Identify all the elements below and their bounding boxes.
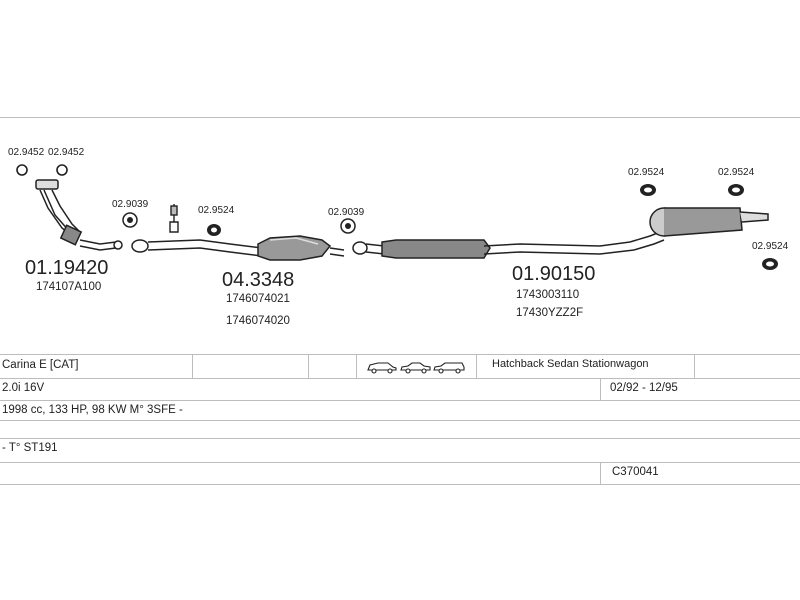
- table-rule: [0, 420, 800, 421]
- front-pipe-icon: [35, 179, 123, 251]
- sedan-car-icon: [400, 362, 431, 374]
- gasket-label: 02.9452: [48, 147, 85, 158]
- rear-silencer-icon: [629, 207, 769, 251]
- gasket-label: 02.9039: [328, 207, 365, 218]
- rear-system-code: 01.90150: [512, 263, 596, 285]
- rubber-mount-icon: [640, 184, 656, 196]
- rubber-mount-label: 02.9524: [628, 167, 665, 178]
- table-rule: [0, 400, 800, 401]
- rear-system-oem: 17430YZZ2F: [516, 307, 584, 319]
- front-pipe-oem: 174107A100: [36, 281, 102, 293]
- catalyst-code: 04.3348: [222, 269, 295, 291]
- rubber-mount-icon: [762, 258, 778, 270]
- hanger-bolt-icon: [169, 204, 179, 233]
- table-divider: [192, 354, 193, 378]
- body-types: Hatchback Sedan Stationwagon: [492, 358, 649, 370]
- gasket-ring-icon: [16, 164, 28, 176]
- table-rule: [0, 484, 800, 485]
- rubber-mount-label: 02.9524: [718, 167, 755, 178]
- table-divider: [600, 462, 601, 484]
- gasket-icon: [122, 212, 138, 228]
- gasket-ring-icon: [56, 164, 68, 176]
- centre-silencer-icon: [352, 239, 635, 259]
- table-divider: [308, 354, 309, 378]
- gasket-label: 02.9039: [112, 199, 149, 210]
- gasket-icon: [340, 218, 356, 234]
- rubber-mount-icon: [728, 184, 744, 196]
- exhaust-drawing: [16, 164, 778, 270]
- top-rule: [0, 117, 800, 118]
- catalyst-pipe-icon: [131, 235, 345, 261]
- table-rule: [0, 438, 800, 439]
- body-type-icons: [367, 362, 465, 374]
- catalyst-oem: 1746074020: [226, 315, 290, 327]
- production-dates: 02/92 - 12/95: [610, 382, 678, 394]
- catalyst-oem: 1746074021: [226, 293, 290, 305]
- catalogue-code: C370041: [612, 466, 659, 478]
- stationwagon-car-icon: [433, 362, 465, 374]
- engine: 2.0i 16V: [2, 382, 45, 394]
- type-code: - T° ST191: [2, 442, 58, 454]
- table-divider: [476, 354, 477, 378]
- front-pipe-code: 01.19420: [25, 257, 109, 279]
- table-divider: [694, 354, 695, 378]
- table-rule: [0, 354, 800, 355]
- table-divider: [356, 354, 357, 378]
- table-divider: [600, 378, 601, 400]
- engine-specs: 1998 cc, 133 HP, 98 KW M° 3SFE -: [2, 404, 183, 416]
- gasket-label: 02.9452: [8, 147, 45, 158]
- table-rule: [0, 462, 800, 463]
- table-rule: [0, 378, 800, 379]
- rubber-mount-label: 02.9524: [752, 241, 789, 252]
- model-name: Carina E [CAT]: [2, 359, 79, 371]
- rubber-mount-label: 02.9524: [198, 205, 235, 216]
- rear-system-oem: 1743003110: [516, 289, 580, 301]
- rubber-mount-icon: [207, 224, 221, 236]
- hatchback-car-icon: [367, 362, 397, 374]
